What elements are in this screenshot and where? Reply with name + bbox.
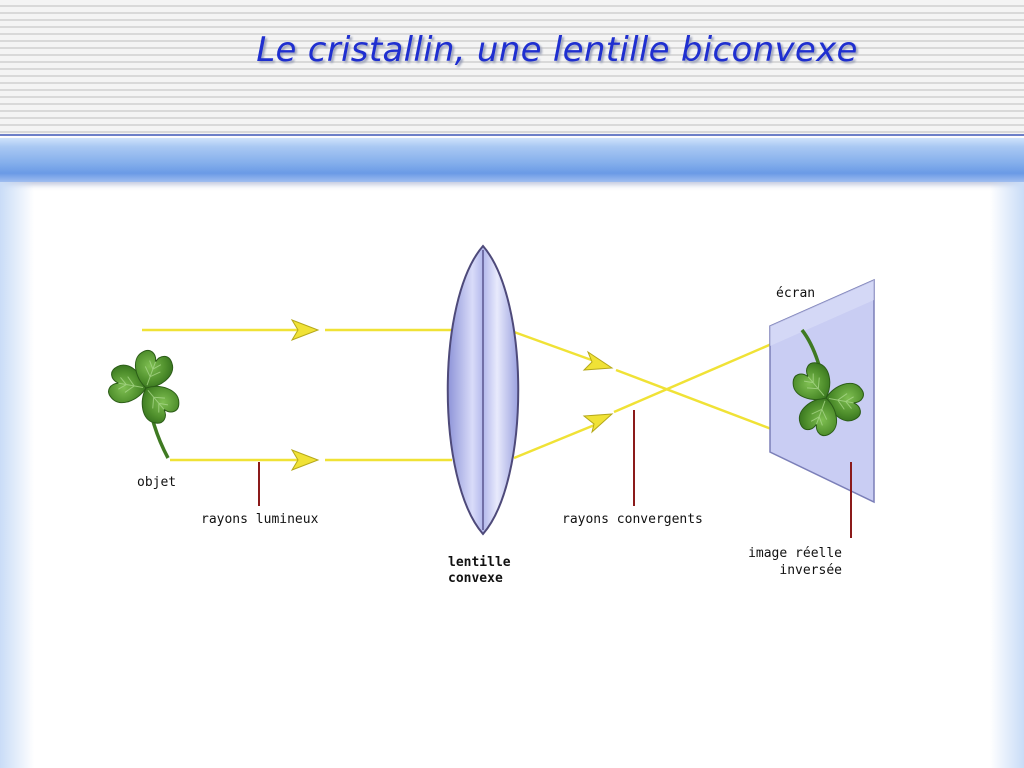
header-band (0, 0, 1024, 136)
biconvex-lens (446, 244, 520, 536)
clover-object (106, 346, 185, 459)
label-image-line1: image réelle (748, 546, 842, 561)
title-underline-stripe (0, 138, 1024, 182)
converging-ray-bottom (513, 328, 805, 460)
incoming-ray-bottom (170, 449, 452, 471)
label-object: objet (137, 475, 176, 490)
incoming-ray-top (142, 319, 452, 341)
label-screen: écran (776, 286, 815, 301)
label-converging-rays: rayons convergents (562, 512, 703, 527)
left-edge-glow (0, 182, 34, 768)
label-image-line2: inversée (779, 563, 842, 578)
right-edge-glow (990, 182, 1024, 768)
label-lens-line1: lentille (448, 555, 511, 570)
label-lens-line2: convexe (448, 571, 503, 586)
clover-image-inverted (787, 328, 866, 440)
page-title: Le cristallin, une lentille biconvexe (256, 30, 858, 70)
label-light-rays: rayons lumineux (201, 512, 319, 527)
